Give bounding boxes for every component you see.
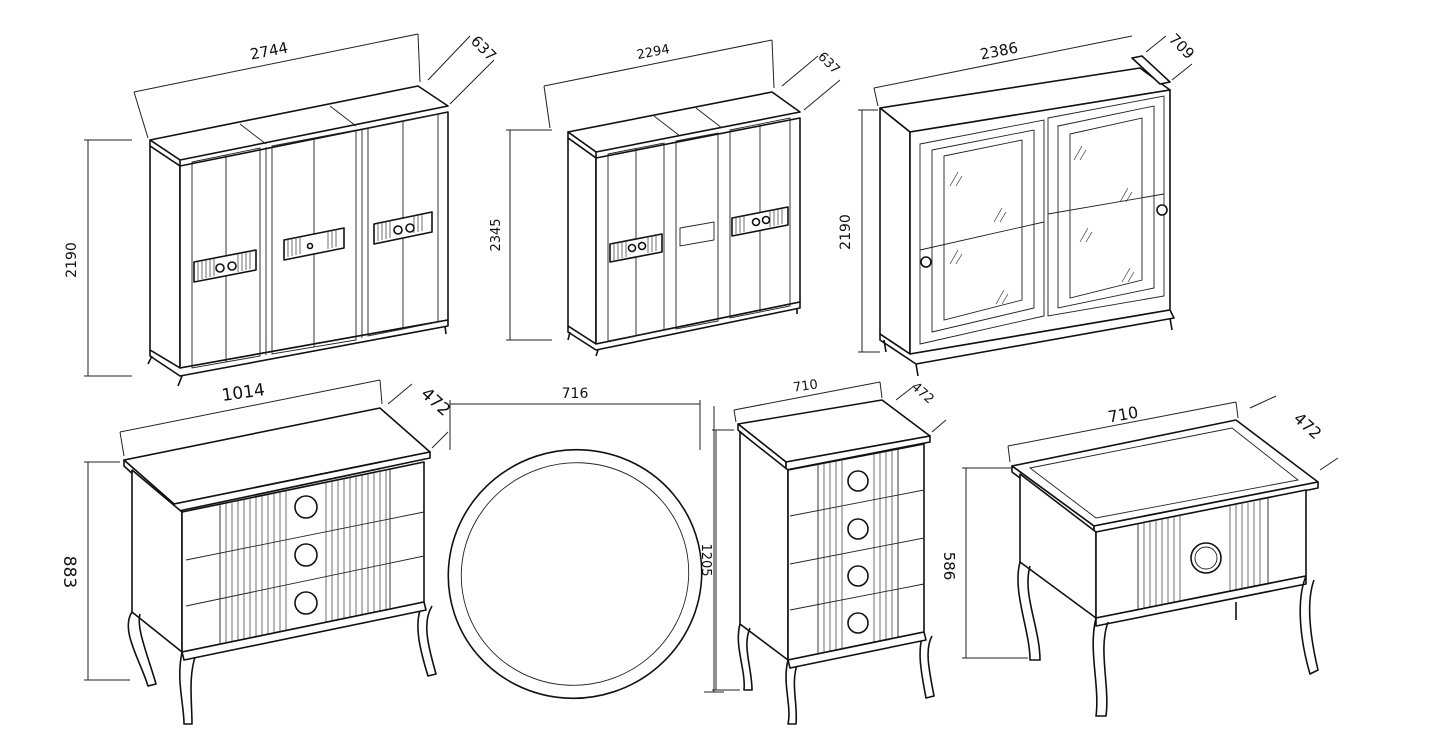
dresser-depth-label: 472 (417, 384, 454, 421)
wardrobe-4-height-label: 2345 (489, 218, 504, 251)
chest-4-drawer: 710 472 (712, 377, 947, 725)
dresser-3-drawer: 1014 472 883 (59, 379, 454, 725)
mirror-width-label: 716 (562, 386, 589, 402)
chest-depth-label: 472 (908, 380, 936, 408)
nightstand-depth-label: 472 (1290, 409, 1325, 444)
wardrobe-3-depth-label: 637 (467, 32, 500, 65)
chest-width-label: 710 (792, 377, 819, 395)
mirror-height-label: 1205 (698, 543, 713, 576)
wardrobe-3-section: 2744 637 2190 (64, 32, 500, 387)
sliding-wardrobe-height-label: 2190 (838, 214, 854, 250)
wardrobe-3-width-label: 2744 (249, 39, 290, 64)
wardrobe-4-width-label: 2294 (636, 42, 671, 63)
sliding-wardrobe-depth-label: 709 (1165, 30, 1198, 63)
oval-mirror: 716 1205 (447, 386, 724, 700)
nightstand: 710 472 586 (940, 395, 1339, 717)
nightstand-width-label: 710 (1106, 403, 1139, 427)
dresser-height-label: 883 (59, 556, 79, 588)
wardrobe-4-door: 2294 637 2345 (489, 39, 843, 357)
nightstand-height-label: 586 (940, 552, 958, 581)
wardrobe-4-depth-label: 637 (814, 49, 842, 77)
sliding-wardrobe: 2386 709 2190 (838, 30, 1198, 377)
wardrobe-3-height-label: 2190 (64, 242, 80, 278)
dresser-width-label: 1014 (220, 380, 266, 406)
